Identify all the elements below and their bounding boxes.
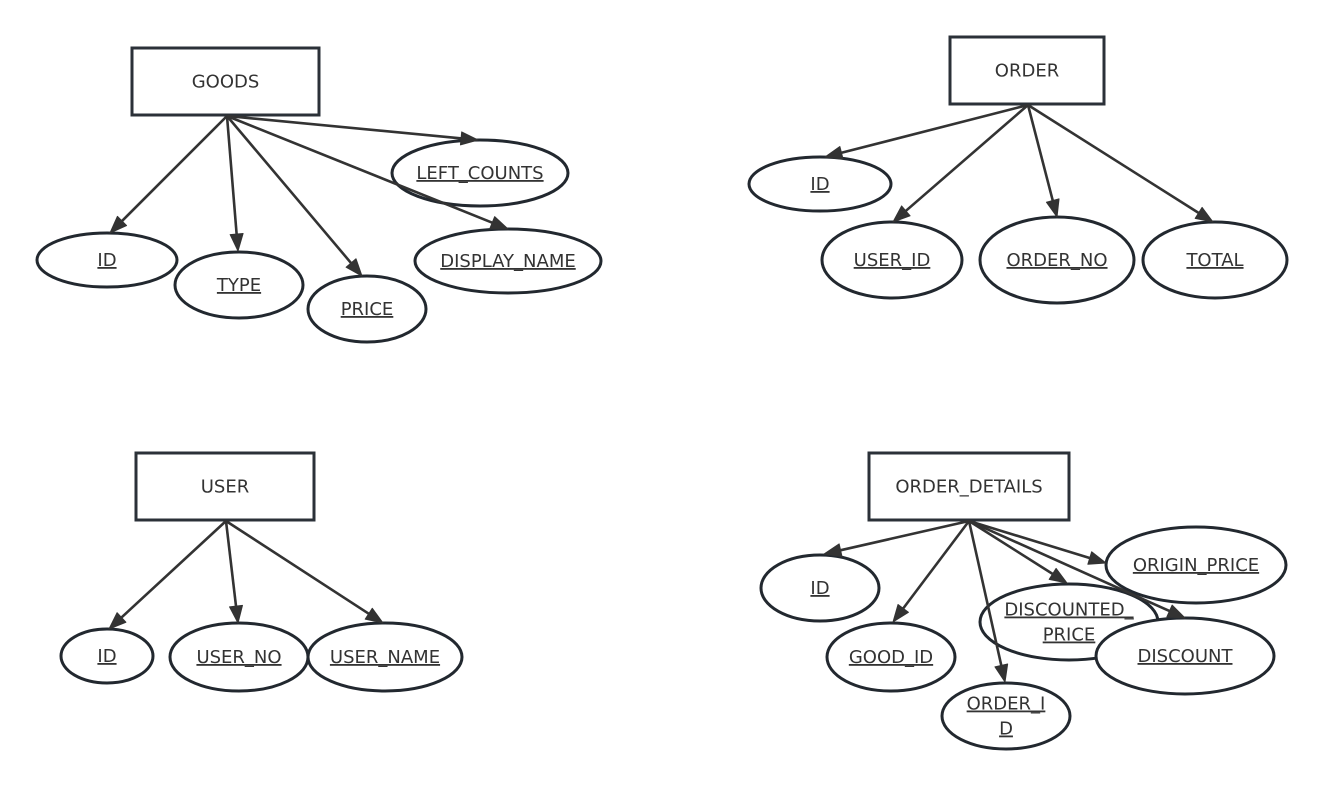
attribute-od-origin-price[interactable] — [1104, 525, 1288, 605]
arrowhead-icon — [229, 233, 244, 252]
attribute-od-order-id[interactable] — [940, 681, 1072, 751]
entity-user[interactable] — [134, 451, 316, 522]
arrowhead-icon — [108, 612, 127, 630]
attribute-label: ID — [810, 578, 829, 599]
arrowhead-icon — [892, 205, 911, 223]
attribute-od-id[interactable] — [759, 553, 881, 623]
attribute-label: D — [999, 719, 1013, 740]
arrowhead-icon — [892, 604, 909, 623]
attribute-label: GOOD_ID — [849, 647, 933, 668]
attribute-label: ORIGIN_PRICE — [1133, 555, 1259, 576]
attribute-label: ID — [810, 174, 829, 195]
arrowhead-icon — [1166, 604, 1186, 619]
edge-order-to-order-total — [1027, 103, 1202, 216]
entity-order[interactable] — [948, 35, 1106, 106]
attribute-label: TOTAL — [1185, 250, 1243, 271]
edge-order-details-to-od-good-id — [900, 520, 971, 611]
attribute-label: USER_ID — [854, 250, 931, 271]
edge-order-to-order-order-no — [1026, 104, 1055, 203]
attribute-user-user-name[interactable] — [306, 621, 464, 693]
attribute-order-id[interactable] — [747, 155, 893, 213]
attribute-label: ID — [97, 646, 116, 667]
attribute-label: ORDER_I — [967, 694, 1046, 715]
arrowhead-icon — [1194, 206, 1214, 223]
arrowhead-icon — [229, 604, 243, 624]
attribute-label: DISPLAY_NAME — [440, 251, 575, 272]
arrowhead-icon — [824, 145, 844, 160]
attribute-label: ID — [97, 250, 116, 271]
entity-goods[interactable] — [130, 46, 321, 117]
attribute-label: USER_NO — [196, 647, 281, 668]
edge-order-details-to-od-id — [838, 519, 970, 552]
attribute-order-total[interactable] — [1141, 220, 1289, 300]
edge-goods-to-goods-id — [119, 115, 228, 224]
arrowhead-icon — [1087, 551, 1107, 565]
edge-goods-to-goods-price — [226, 115, 354, 266]
attribute-label: PRICE — [341, 299, 394, 320]
attribute-order-user-id[interactable] — [820, 220, 964, 300]
arrowhead-icon — [1045, 198, 1060, 218]
entity-label-user: USER — [201, 477, 249, 498]
edge-goods-to-goods-type — [225, 115, 239, 237]
edge-order-to-order-id — [839, 103, 1029, 155]
attribute-goods-type[interactable] — [173, 250, 305, 320]
edge-user-to-user-user-name — [225, 519, 372, 616]
edge-user-to-user-user-no — [224, 520, 238, 609]
arrowhead-icon — [459, 131, 479, 146]
arrowhead-icon — [109, 215, 128, 234]
attribute-label: ORDER_NO — [1006, 250, 1107, 271]
attribute-label: DISCOUNT — [1138, 646, 1234, 667]
attribute-label: PRICE — [1043, 625, 1096, 646]
arrowhead-icon — [364, 607, 384, 624]
arrowhead-icon — [994, 663, 1009, 683]
attribute-od-good-id[interactable] — [825, 621, 957, 693]
edge-order-details-to-od-discount — [968, 519, 1172, 614]
entity-order-details[interactable] — [867, 451, 1071, 522]
entity-label-order: ORDER — [995, 61, 1059, 82]
arrowhead-icon — [489, 216, 509, 230]
attribute-user-id[interactable] — [59, 627, 155, 685]
attribute-goods-id[interactable] — [35, 231, 179, 289]
attribute-goods-price[interactable] — [306, 274, 428, 344]
edge-order-details-to-od-origin-price — [968, 519, 1093, 560]
arrowhead-icon — [345, 258, 363, 277]
edge-goods-to-goods-left-counts — [226, 114, 464, 140]
edge-order-details-to-od-order-id — [967, 520, 1003, 668]
edge-user-to-user-id — [119, 520, 227, 620]
edge-order-to-order-user-id — [903, 104, 1029, 214]
edge-order-details-to-od-discounted-price — [968, 519, 1056, 577]
attribute-label: TYPE — [216, 275, 261, 296]
arrowhead-icon — [823, 543, 843, 558]
attribute-label: USER_NAME — [330, 647, 440, 668]
entity-label-goods: GOODS — [192, 72, 260, 93]
attribute-goods-left-counts[interactable] — [390, 138, 570, 208]
entity-label-order-details: ORDER_DETAILS — [895, 477, 1042, 498]
attribute-label: LEFT_COUNTS — [416, 163, 543, 184]
arrowhead-icon — [1048, 567, 1068, 584]
attribute-label: DISCOUNTED_ — [1004, 600, 1134, 621]
edge-goods-to-goods-display-name — [226, 114, 495, 225]
